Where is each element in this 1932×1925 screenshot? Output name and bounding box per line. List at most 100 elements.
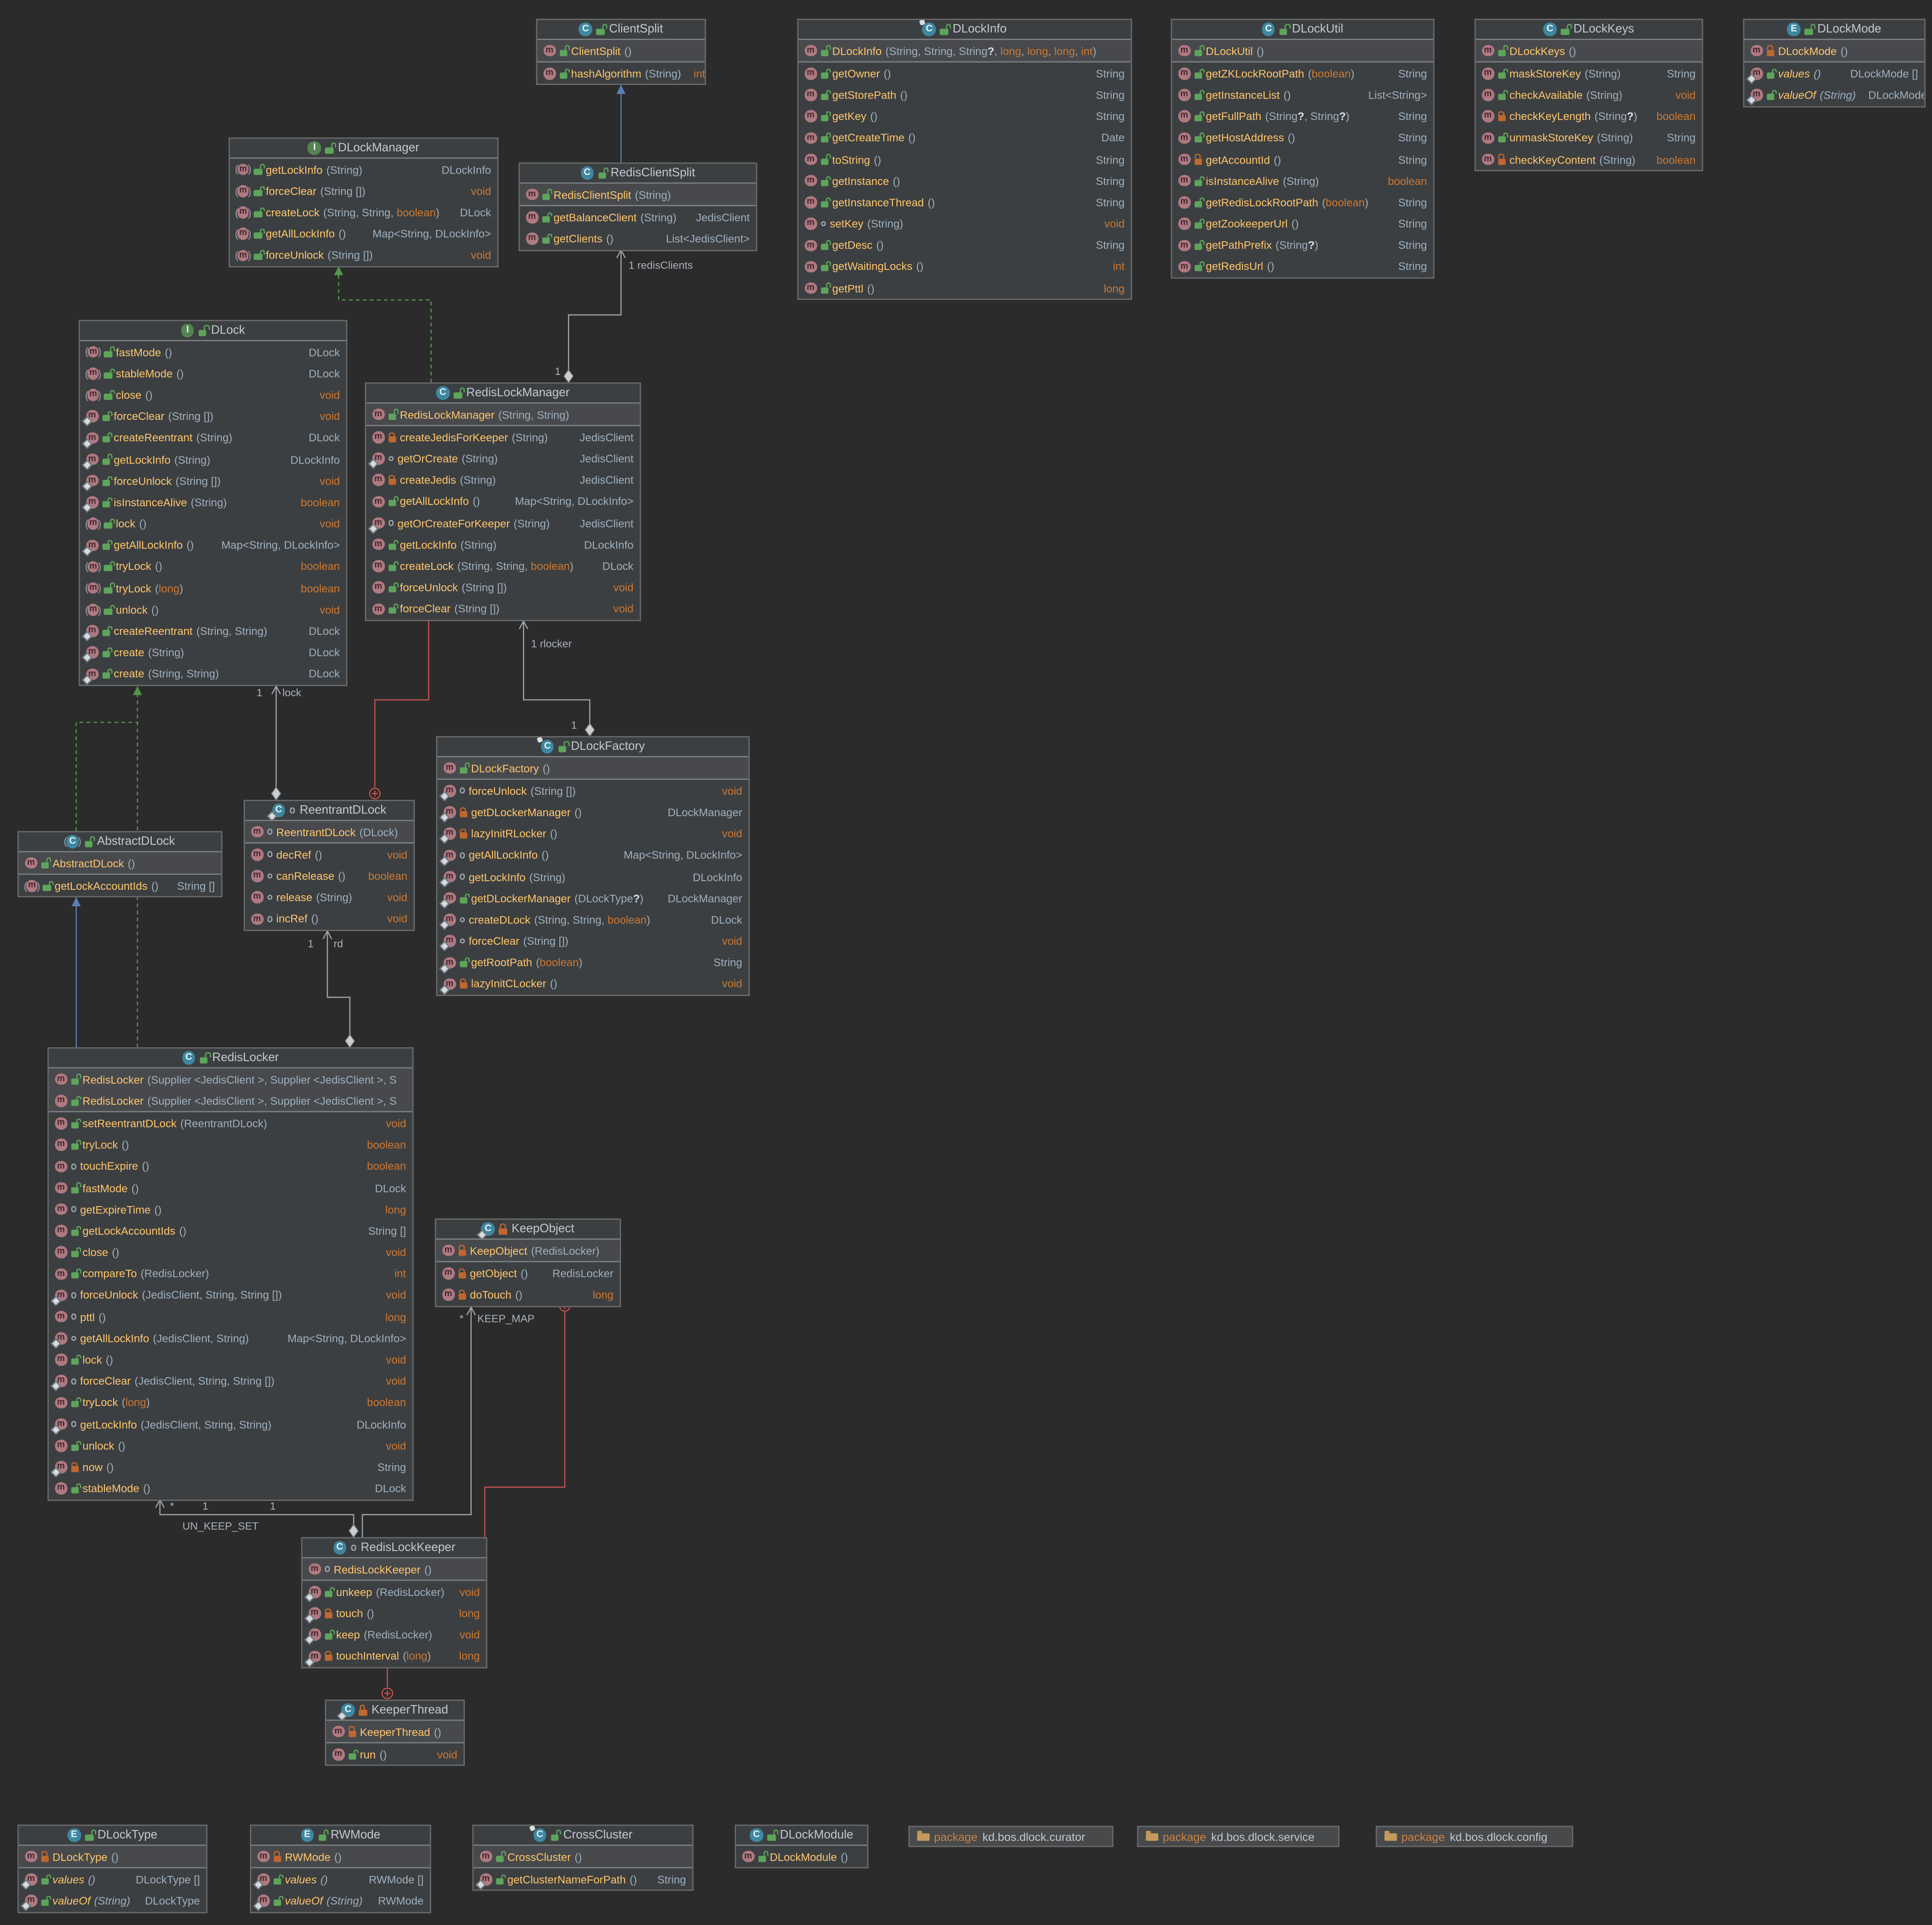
member-row[interactable]: (m)forceClear(String [])void (230, 180, 498, 202)
member-row[interactable]: (m)lock()void (80, 513, 346, 534)
member-row[interactable]: (m)close()void (80, 384, 346, 405)
member-row[interactable]: (m)getLockAccountIds()String [] (19, 875, 221, 897)
member-row[interactable]: (m)getAllLockInfo()Map<String, DLockInfo… (230, 223, 498, 244)
member-row[interactable]: (m)createLock(String, String, boolean)DL… (230, 202, 498, 223)
member-row[interactable]: (m)tryLock()boolean (80, 556, 346, 577)
class-title-bar[interactable]: (C)AbstractDLock (19, 833, 221, 853)
member-row[interactable]: (m)stableMode()DLock (80, 363, 346, 384)
